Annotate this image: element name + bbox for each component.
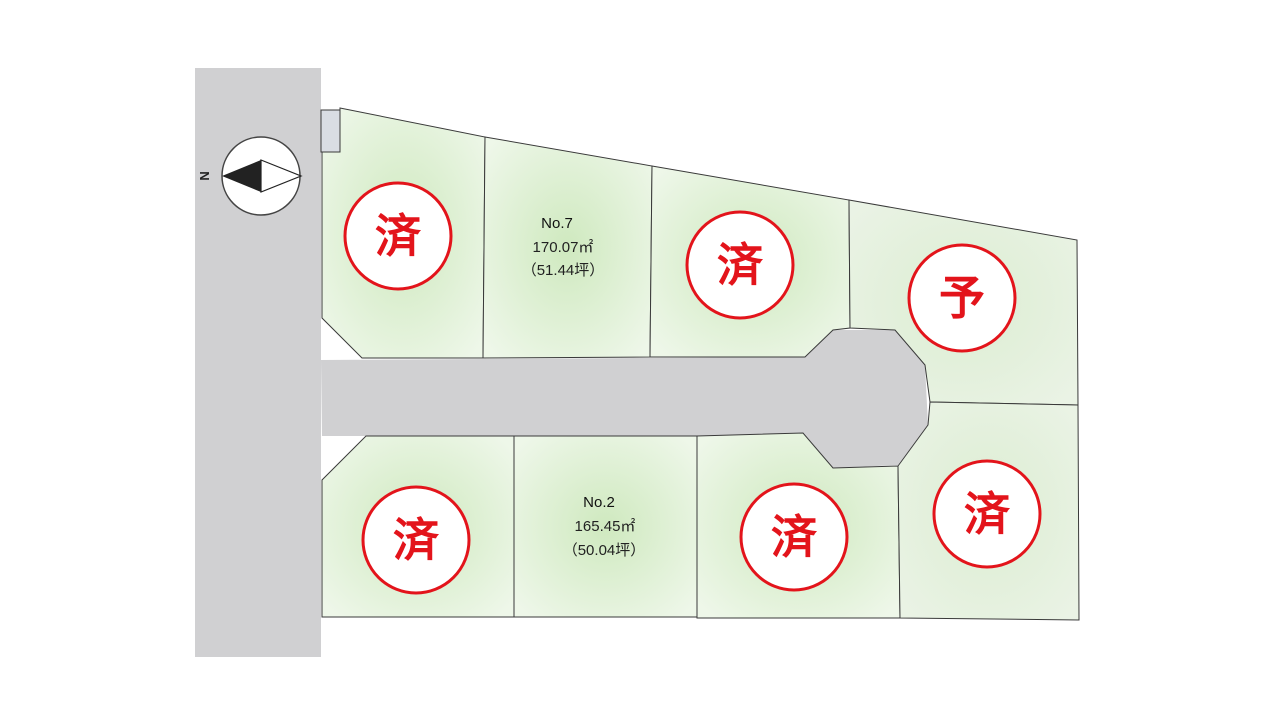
lot-no7-area-sqm: 170.07㎡ — [533, 239, 594, 256]
stamp-sold-label: 済 — [393, 513, 440, 567]
stamp-lot-se: 済 — [932, 459, 1042, 569]
stamp-sold-label: 済 — [375, 209, 422, 263]
stamp-lot-ne: 予 — [907, 243, 1017, 353]
compass-arrow-icon — [222, 160, 261, 192]
stamp-sold-label: 済 — [964, 487, 1011, 541]
lot-no2-number: No.2 — [583, 494, 615, 511]
stamp-lot-nw: 済 — [343, 181, 453, 291]
lot-no7-area-tsubo: （51.44坪） — [522, 262, 605, 279]
compass-tail-icon — [260, 159, 303, 193]
stamp-circle — [932, 459, 1042, 569]
compass-north-label: N — [197, 171, 212, 180]
stamp-lot-south-center: 済 — [739, 482, 849, 592]
lot-no2-area-sqm: 165.45㎡ — [575, 518, 636, 535]
stamp-reserved-label: 予 — [939, 271, 985, 325]
lot-no7-number: No.7 — [541, 215, 573, 232]
stamp-circle — [739, 482, 849, 592]
stamp-lot-north-center: 済 — [685, 210, 795, 320]
stamp-circle — [361, 485, 471, 595]
stamp-circle — [907, 243, 1017, 353]
utility-box — [320, 109, 341, 153]
stamp-lot-sw: 済 — [361, 485, 471, 595]
stamp-circle — [685, 210, 795, 320]
stamp-sold-label: 済 — [717, 238, 764, 292]
compass: N — [197, 136, 303, 216]
stamp-circle — [343, 181, 453, 291]
stamp-sold-label: 済 — [771, 510, 818, 564]
lot-no2-area-tsubo: （50.04坪） — [563, 542, 646, 559]
